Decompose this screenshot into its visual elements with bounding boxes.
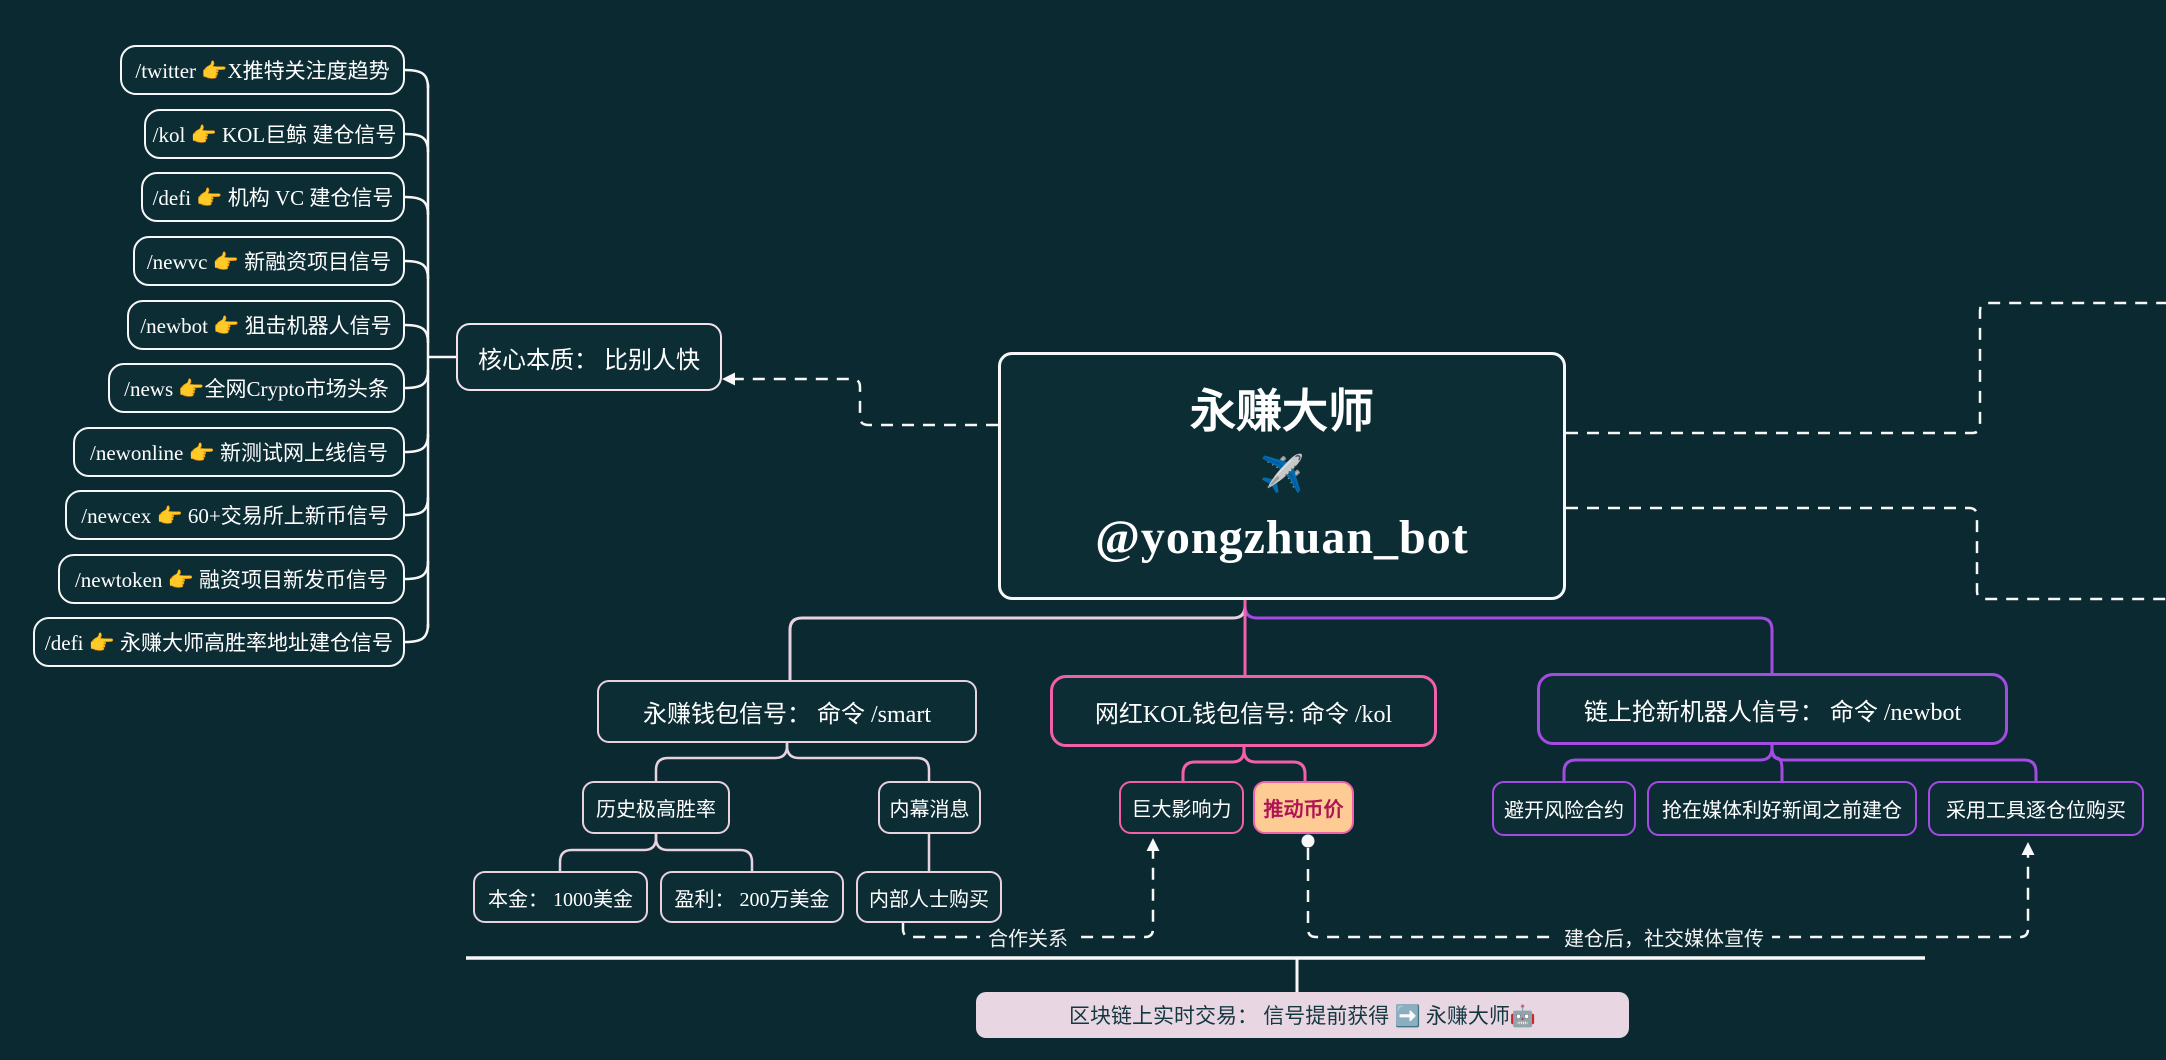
branch-kol-label: 网红KOL钱包信号: 命令 /kol [1094, 701, 1393, 728]
command-label: /defi 👉 机构 VC 建仓信号 [152, 186, 394, 210]
insider-info-label: 内幕消息 [889, 799, 970, 821]
promotion-relation-label[interactable]: 建仓后，社交媒体宣传 [1556, 922, 1772, 952]
relation-line-offscreen-top [1566, 301, 2166, 435]
command-label: /newtoken 👉 融资项目新发币信号 [74, 568, 389, 592]
principal-node[interactable]: 本金： 1000美金 [473, 871, 648, 923]
branch-smart-node[interactable]: 永赚钱包信号： 命令 /smart [597, 680, 977, 743]
root-handle: @yongzhuan_bot [1095, 511, 1469, 565]
command-label: /newbot 👉 狙击机器人信号 [140, 314, 392, 338]
profit-label: 盈利： 200万美金 [674, 888, 830, 911]
command-node-kol[interactable]: /kol 👉 KOL巨鲸 建仓信号 [144, 109, 405, 159]
command-node-defi[interactable]: /defi 👉 机构 VC 建仓信号 [141, 172, 405, 222]
front-run-news-node[interactable]: 抢在媒体利好新闻之前建仓 [1647, 781, 1917, 836]
principal-label: 本金： 1000美金 [488, 888, 633, 911]
smart-branch-connectors [558, 743, 931, 871]
command-node-newonline[interactable]: /newonline 👉 新测试网上线信号 [73, 427, 405, 477]
front-run-news-label: 抢在媒体利好新闻之前建仓 [1662, 800, 1902, 822]
relation-line-offscreen-bottom [1566, 506, 2166, 601]
command-node-newcex[interactable]: /newcex 👉 60+交易所上新币信号 [65, 490, 405, 540]
root-topic-node[interactable]: 永赚大师 ✈️ @yongzhuan_bot [998, 352, 1566, 600]
command-label: /defi 👉 永赚大师高胜率地址建仓信号 [44, 631, 394, 655]
command-node-twitter[interactable]: /twitter 👉X推特关注度趋势 [120, 45, 405, 95]
core-essence-node[interactable]: 核心本质： 比别人快 [456, 323, 722, 391]
summary-bar[interactable]: 区块链上实时交易： 信号提前获得 ➡️ 永赚大师🤖 [976, 992, 1629, 1038]
command-label: /kol 👉 KOL巨鲸 建仓信号 [152, 123, 397, 147]
command-node-defi-smart[interactable]: /defi 👉 永赚大师高胜率地址建仓信号 [33, 617, 405, 667]
left-bracket-connector [404, 68, 458, 644]
command-label: /newonline 👉 新测试网上线信号 [90, 441, 388, 465]
branch-smart-label: 永赚钱包信号： 命令 /smart [643, 702, 931, 728]
branch-newbot-label: 链上抢新机器人信号： 命令 /newbot [1583, 699, 1962, 726]
avoid-risk-node[interactable]: 避开风险合约 [1492, 781, 1636, 836]
avoid-risk-label: 避开风险合约 [1504, 800, 1624, 822]
tool-buy-label: 采用工具逐仓位购买 [1946, 800, 2126, 822]
command-label: /news 👉全网Crypto市场头条 [124, 377, 389, 401]
branch-rails [788, 600, 1774, 680]
command-label: /newvc 👉 新融资项目信号 [146, 250, 392, 274]
newbot-branch-connectors [1562, 745, 2038, 781]
core-essence-label: 核心本质： 比别人快 [478, 347, 700, 374]
command-node-news[interactable]: /news 👉全网Crypto市场头条 [108, 363, 405, 413]
tool-buy-node[interactable]: 采用工具逐仓位购买 [1928, 781, 2144, 836]
summary-bracket [466, 956, 1925, 992]
win-rate-node[interactable]: 历史极高胜率 [582, 781, 730, 834]
win-rate-label: 历史极高胜率 [596, 799, 716, 821]
command-node-newvc[interactable]: /newvc 👉 新融资项目信号 [133, 236, 405, 286]
command-node-newbot[interactable]: /newbot 👉 狙击机器人信号 [127, 300, 405, 350]
influence-node[interactable]: 巨大影响力 [1119, 781, 1244, 834]
kol-branch-connectors [1181, 747, 1307, 781]
root-title: 永赚大师 [1190, 385, 1374, 437]
airplane-emoji-icon: ✈️ [1259, 454, 1305, 495]
summary-bar-label: 区块链上实时交易： 信号提前获得 ➡️ 永赚大师🤖 [1068, 1004, 1537, 1028]
command-label: /twitter 👉X推特关注度趋势 [135, 59, 390, 83]
insider-buy-node[interactable]: 内部人士购买 [856, 871, 1002, 923]
cooperation-relation-label[interactable]: 合作关系 [980, 922, 1076, 952]
command-label: /newcex 👉 60+交易所上新币信号 [81, 504, 389, 528]
push-price-node[interactable]: 推动币价 [1253, 781, 1354, 834]
insider-buy-label: 内部人士购买 [869, 888, 989, 911]
influence-label: 巨大影响力 [1131, 799, 1232, 821]
relation-line-core [732, 377, 998, 427]
insider-info-node[interactable]: 内幕消息 [878, 781, 981, 834]
push-price-label: 推动币价 [1263, 799, 1344, 821]
relation-arrowheads [722, 372, 2035, 855]
branch-kol-node[interactable]: 网红KOL钱包信号: 命令 /kol [1050, 675, 1437, 747]
profit-node[interactable]: 盈利： 200万美金 [660, 871, 844, 923]
relation-start-dot [1301, 834, 1315, 848]
branch-newbot-node[interactable]: 链上抢新机器人信号： 命令 /newbot [1537, 673, 2008, 745]
command-node-newtoken[interactable]: /newtoken 👉 融资项目新发币信号 [58, 554, 405, 604]
